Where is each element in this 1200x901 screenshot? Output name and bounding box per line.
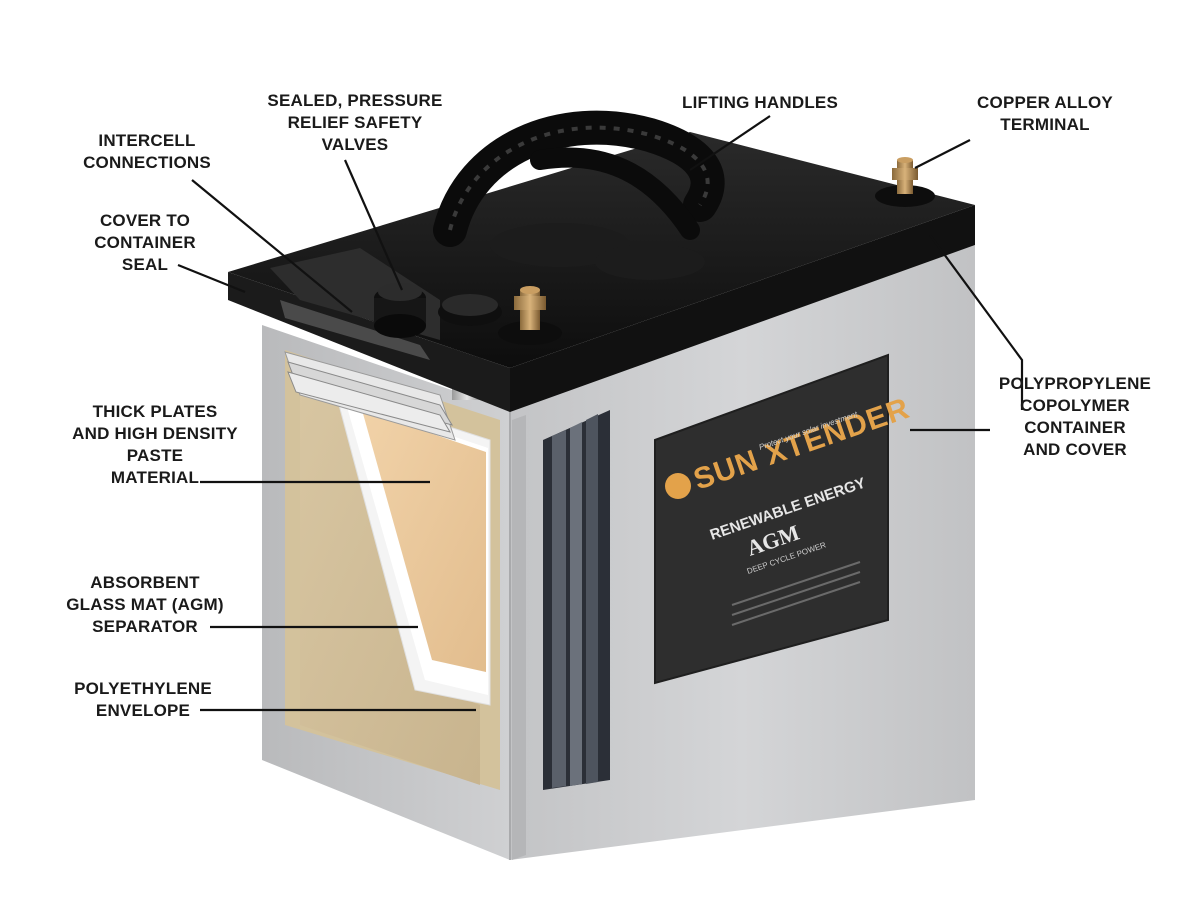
lifting-handles [433,110,725,280]
side-plate-slit [543,410,610,790]
label-cover-seal: COVER TO CONTAINER SEAL [94,211,196,274]
leader-lines [177,115,1024,712]
brand-logo-icon [665,473,691,499]
label-copper-terminal: COPPER ALLOY TERMINAL [977,93,1113,134]
safety-valves [374,283,502,338]
leader-valves [343,159,404,291]
label-sealed-valves: SEALED, PRESSURE RELIEF SAFETY VALVES [267,91,443,154]
leader-intercell [191,179,353,313]
leader-handles [689,115,771,171]
label-intercell-connections: INTERCELL CONNECTIONS [83,131,211,172]
thick-plate [362,410,486,672]
leader-container-upper [929,234,1024,410]
leader-terminal [914,139,971,169]
plate-stack-top [284,351,456,441]
leader-seal [177,263,246,294]
label-polyethylene-envelope: POLYETHYLENE ENVELOPE [74,679,212,720]
copper-terminals [498,157,935,345]
label-container: POLYPROPYLENE COPOLYMER CONTAINER AND CO… [998,374,1152,459]
label-thick-plates: THICK PLATES AND HIGH DENSITY PASTE MATE… [72,402,238,487]
label-lifting-handles: LIFTING HANDLES [682,93,838,112]
label-agm-separator: ABSORBENT GLASS MAT (AGM) SEPARATOR [66,573,224,636]
